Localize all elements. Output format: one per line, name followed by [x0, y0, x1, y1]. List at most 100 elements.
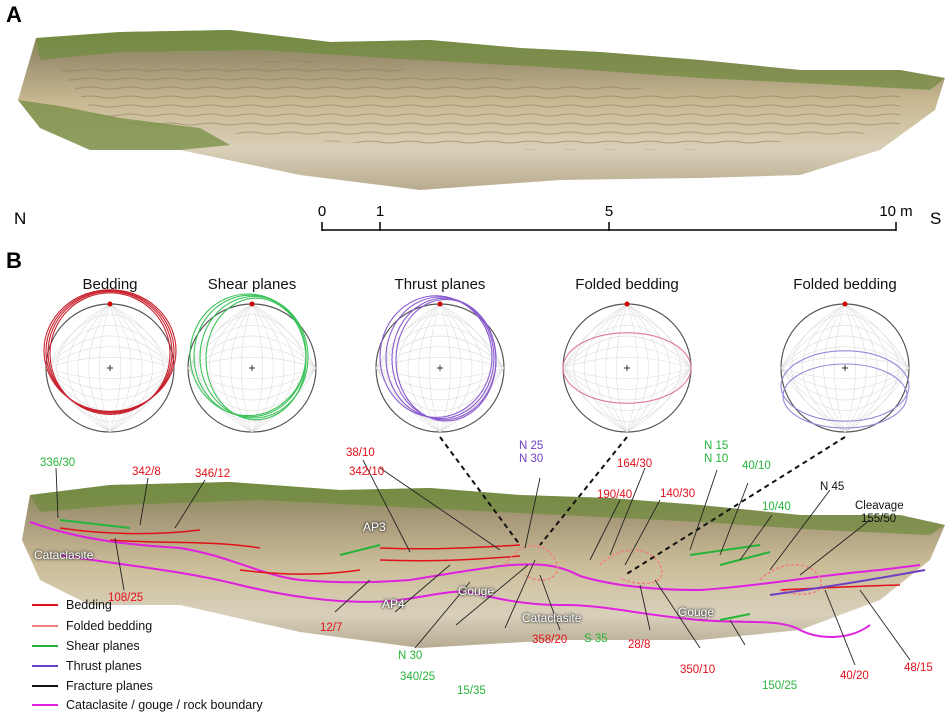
- grid-line: [844, 303, 856, 433]
- stereonet-title-bedding: Bedding: [82, 276, 138, 293]
- shear-plane-trace: [719, 551, 771, 566]
- shear-plane-trace: [689, 544, 761, 556]
- grid-line: [109, 303, 153, 433]
- grid-line: [780, 335, 910, 369]
- legend-swatch: [32, 704, 58, 706]
- stereonet: [562, 301, 692, 433]
- grid-line: [562, 357, 692, 369]
- grid-line: [45, 367, 175, 379]
- grid-line: [45, 314, 175, 369]
- grid-line: [844, 303, 899, 433]
- great-circle: [199, 295, 309, 419]
- bedding-trace: [109, 539, 261, 549]
- annotation-fracture: N 45: [820, 481, 845, 493]
- legend-swatch: [32, 685, 58, 687]
- great-circle: [43, 289, 177, 412]
- annotation-bedding: 342/10: [349, 466, 385, 478]
- stereonet: [375, 295, 505, 433]
- grid-line: [562, 346, 692, 369]
- annotation-bedding: 350/10: [680, 664, 716, 676]
- annotation-shear: 15/35: [457, 685, 486, 697]
- grid-line: [562, 325, 692, 369]
- bedding-trace: [379, 555, 521, 562]
- annotation-thrust: N 25: [519, 440, 544, 452]
- legend-label: Cataclasite / gouge / rock boundary: [66, 698, 263, 712]
- grid-line: [375, 367, 505, 401]
- bedding-trace: [239, 569, 361, 575]
- panel-a-letter: A: [6, 2, 22, 27]
- annotation-shear: N 15: [704, 440, 729, 452]
- grid-line: [439, 303, 451, 433]
- stereonet-title-thrust: Thrust planes: [394, 276, 486, 293]
- annotation-cleavage-value: 155/50: [861, 513, 897, 525]
- compass-south: S: [930, 209, 942, 228]
- grid-line: [844, 303, 867, 433]
- rock-label-ap4: AP4: [382, 597, 405, 611]
- grid-line: [626, 303, 649, 433]
- rock-label-cataclasite-2: Cataclasite: [522, 611, 582, 625]
- grid-line: [45, 325, 175, 369]
- grid-line: [562, 367, 692, 390]
- stereonet-group: [43, 289, 910, 433]
- legend-label: Bedding: [66, 598, 112, 612]
- grid-line: [397, 303, 441, 433]
- legend-item-bedding: Bedding: [32, 598, 112, 612]
- grid-line: [45, 367, 175, 390]
- outcrop-bedding-a: [60, 60, 900, 150]
- stereonet-title-folded-1: Folded bedding: [575, 276, 679, 293]
- grid-line: [791, 303, 846, 433]
- annotation-bedding: 190/40: [597, 489, 633, 501]
- north-marker: [624, 301, 630, 307]
- annotation-bedding: 342/8: [132, 466, 161, 478]
- north-marker: [437, 301, 443, 307]
- grid-line: [375, 325, 505, 369]
- stereonet-title-shear: Shear planes: [207, 276, 297, 293]
- panel-b-letter: B: [6, 248, 22, 273]
- folded-bedding-trace: [599, 549, 663, 585]
- stereonet: [187, 293, 317, 433]
- legend-label: Shear planes: [66, 639, 140, 653]
- grid-line: [109, 303, 164, 433]
- grid-line: [45, 357, 175, 369]
- vegetation-b: [30, 482, 945, 535]
- legend-label: Folded bedding: [66, 619, 153, 633]
- outcrop-face-b: [22, 482, 945, 648]
- legend-item-folded: Folded bedding: [32, 619, 152, 633]
- annotation-shear: 40/10: [742, 460, 771, 472]
- compass-north: N: [14, 209, 27, 228]
- grid-line: [67, 303, 111, 433]
- grid-line: [187, 314, 317, 369]
- grid-line: [198, 303, 253, 433]
- grid-line: [834, 303, 846, 433]
- grid-line: [187, 346, 317, 369]
- bedding-trace: [379, 544, 521, 550]
- annotation-shear: S 35: [584, 633, 608, 645]
- boundary-upper: [29, 521, 921, 592]
- annotation-bedding: 140/30: [660, 488, 696, 500]
- grid-line: [626, 303, 681, 433]
- grid-line: [109, 303, 143, 433]
- vegetation-a: [36, 30, 945, 90]
- legend-item-shear: Shear planes: [32, 639, 140, 653]
- annotation-shear: N 30: [398, 650, 423, 662]
- legend-label: Fracture planes: [66, 679, 153, 693]
- annotation-bedding: 346/12: [195, 468, 231, 480]
- legend-label: Thrust planes: [66, 659, 142, 673]
- annotation-bedding: 48/15: [904, 662, 933, 674]
- grid-line: [573, 303, 628, 433]
- grid-line: [375, 314, 505, 369]
- legend-swatch: [32, 604, 58, 606]
- grid-line: [99, 303, 111, 433]
- legend-swatch: [32, 625, 58, 627]
- annotation-shear: 340/25: [400, 671, 436, 683]
- grid-line: [109, 303, 121, 433]
- grid-line: [584, 303, 628, 433]
- bedding-trace: [59, 527, 201, 535]
- great-circle: [49, 292, 171, 415]
- boundary-lower: [59, 554, 871, 638]
- bedding-trace: [779, 584, 901, 591]
- grid-line: [562, 367, 692, 401]
- grid-line: [605, 303, 628, 433]
- grid-line: [823, 303, 846, 433]
